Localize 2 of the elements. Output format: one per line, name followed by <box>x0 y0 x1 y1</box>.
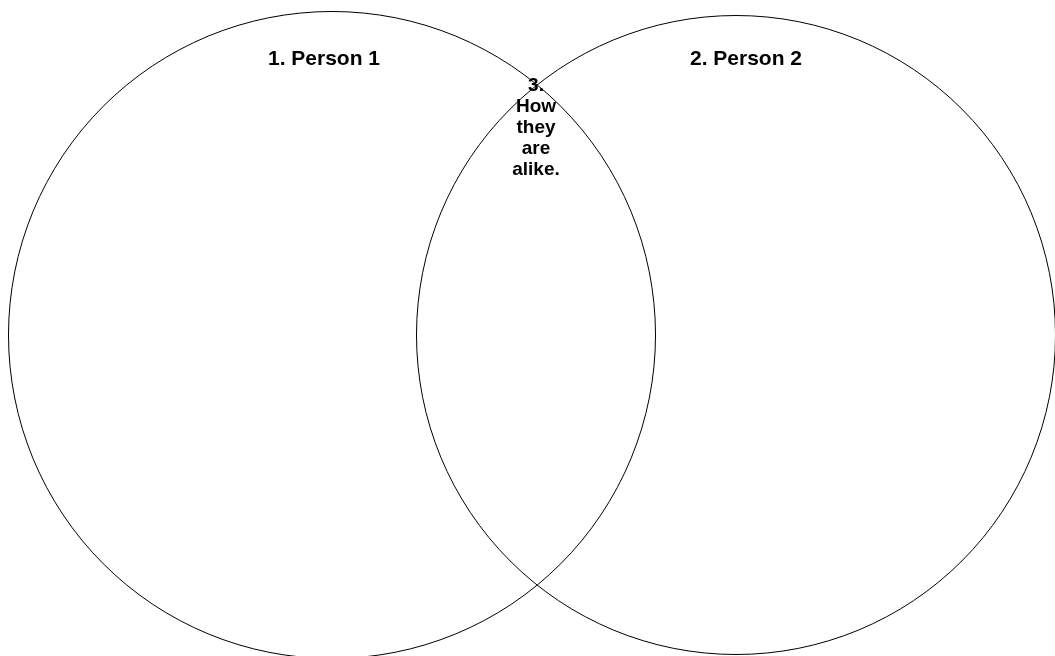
circle-heading: 1. Person 1 <box>267 46 381 70</box>
circle-heading: 2. Person 2 <box>689 46 803 70</box>
